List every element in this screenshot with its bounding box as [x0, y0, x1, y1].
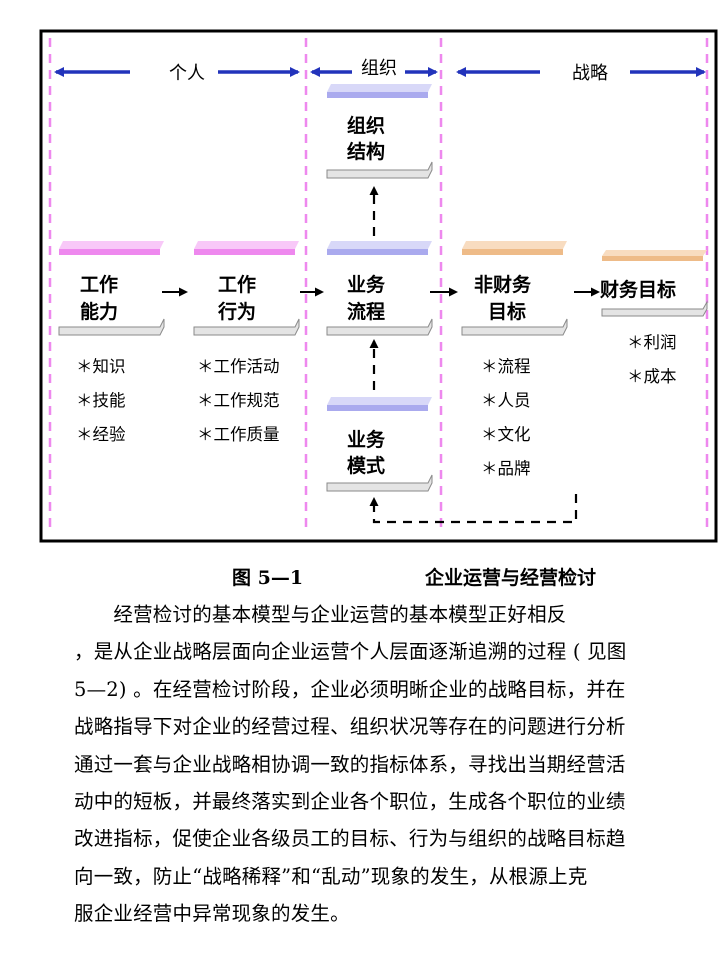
box-plates: [58, 161, 708, 492]
bullet-non-financial-4: ＊品牌: [481, 459, 531, 478]
diagram-frame: [39, 29, 718, 543]
paragraph-line: ，是从企业战略层面向企业运营个人层面逐渐追溯的过程 ( 见图: [74, 640, 627, 664]
paragraph-line: 向一致，防止“战略稀释”和“乱动”现象的发生，从根源上克: [74, 864, 588, 888]
box-non-financial-line1: 非财务: [474, 273, 532, 296]
bullet-behavior-1: ＊工作活动: [197, 357, 280, 376]
bullet-behavior-2: ＊工作规范: [197, 391, 280, 410]
paragraph-line: 服企业经营中异常现象的发生。: [74, 902, 350, 926]
box-work-ability-line2: 能力: [80, 300, 118, 323]
box-work-behavior-line1: 工作: [218, 273, 256, 296]
box-work-ability-line1: 工作: [80, 273, 118, 296]
section-dividers: [48, 38, 709, 533]
box-process-line1: 业务: [347, 273, 386, 296]
section-label-personal: 个人: [169, 63, 205, 84]
box-business-model-line1: 业务: [347, 428, 386, 451]
paragraph-line: 战略指导下对企业的经营过程、组织状况等存在的问题进行分析: [74, 715, 626, 739]
box-process-line2: 流程: [347, 300, 385, 323]
paragraph-line: 改进指标，促使企业各级员工的目标、行为与组织的战略目标趋: [74, 827, 626, 851]
body-paragraph: 经营检讨的基本模型与企业运营的基本模型正好相反 ，是从企业战略层面向企业运营个人…: [74, 596, 684, 933]
bullet-behavior-3: ＊工作质量: [197, 425, 280, 444]
bullet-financial-1: ＊利润: [627, 333, 677, 352]
paragraph-line: 经营检讨的基本模型与企业运营的基本模型正好相反: [74, 603, 567, 626]
box-org-structure-line2: 结构: [347, 140, 385, 163]
paragraph-line: 5—2) 。在经营检讨阶段，企业必须明晰企业的战略目标，并在: [74, 677, 626, 701]
box-org-structure-line1: 组织: [347, 114, 385, 137]
box-business-model-line2: 模式: [347, 454, 385, 477]
box-tabs: [59, 84, 707, 411]
box-work-behavior-line2: 行为: [217, 300, 256, 323]
section-label-strategy: 战略: [572, 63, 608, 84]
vertical-dashed-arrows: [369, 186, 578, 524]
box-financial-goals: 财务目标: [600, 278, 676, 301]
figure-title: 企业运营与经营检讨: [425, 567, 597, 589]
box-non-financial-line2: 目标: [488, 301, 526, 323]
bullet-non-financial-1: ＊流程: [481, 357, 531, 376]
bullet-non-financial-2: ＊人员: [481, 391, 531, 410]
operations-diagram: 个人 组织 战略 组织 结构 工作 能力: [39, 29, 718, 543]
bullet-ability-2: ＊技能: [76, 391, 126, 410]
bullet-non-financial-3: ＊文化: [481, 425, 531, 444]
paragraph-line: 动中的短板，并最终落实到企业各个职位，生成各个职位的业绩: [74, 790, 626, 814]
section-label-organization: 组织: [361, 58, 397, 79]
bullet-ability-3: ＊经验: [76, 425, 126, 444]
bullet-financial-2: ＊成本: [627, 367, 677, 386]
figure-number: 图 5—1: [232, 567, 304, 589]
paragraph-line: 通过一套与企业战略相协调一致的指标体系，寻找出当期经营活: [74, 752, 626, 776]
bullet-ability-1: ＊知识: [76, 357, 126, 376]
